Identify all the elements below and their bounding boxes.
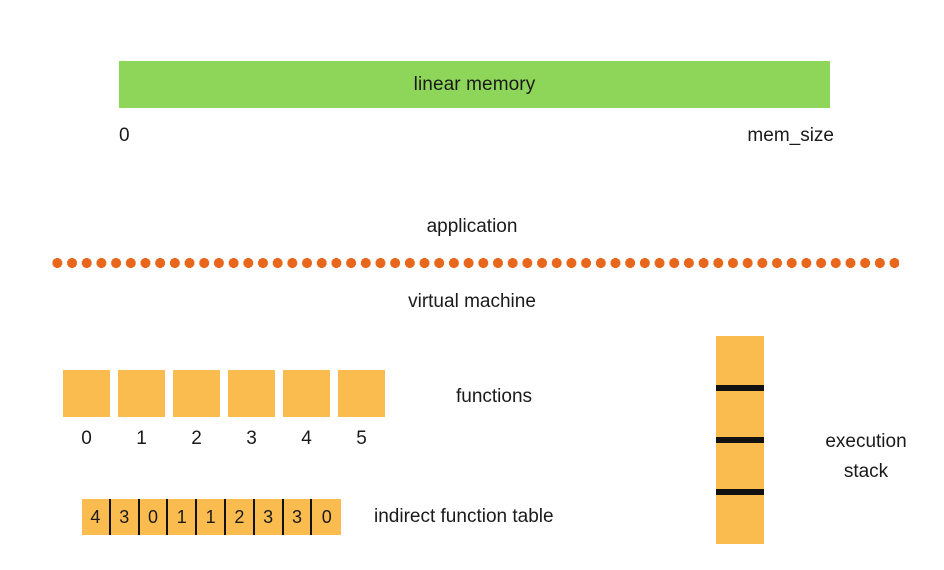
function-box [63,370,110,417]
execution-stack-frame-divider [716,489,764,495]
execution-stack-frame-divider [716,385,764,391]
indirect-table-cell: 1 [168,499,198,535]
function-index-label: 1 [136,428,147,449]
linear-memory-end-label: mem_size [747,125,834,146]
indirect-table-cell: 3 [111,499,140,535]
linear-memory-start-label: 0 [119,125,130,146]
layer-divider-dotted-line [50,258,899,268]
indirect-function-table-caption: indirect function table [374,506,554,527]
execution-stack-caption-line2: stack [843,461,889,482]
indirect-table-cell: 3 [255,499,284,535]
execution-stack-frame-divider [716,437,764,443]
indirect-table-cell: 3 [284,499,313,535]
function-box [283,370,330,417]
indirect-table-cell: 4 [82,499,111,535]
indirect-table-cell: 2 [226,499,255,535]
linear-memory-bar: linear memory [119,61,830,108]
function-index-row: 0 1 2 3 4 5 [63,428,385,450]
function-index-label: 4 [301,428,312,449]
functions-row [63,370,385,417]
application-layer-label: application [426,216,518,237]
virtual-machine-layer-label: virtual machine [408,291,536,312]
function-box [118,370,165,417]
function-index-label: 0 [81,428,92,449]
indirect-table-cell: 0 [140,499,169,535]
indirect-table-cell: 0 [321,506,332,527]
linear-memory-label: linear memory [413,73,536,95]
function-box [338,370,385,417]
function-index-label: 3 [246,428,257,449]
execution-stack-caption: execution stack [786,427,944,487]
function-box [228,370,275,417]
function-index-label: 5 [356,428,367,449]
execution-stack-bar [716,336,764,544]
function-box [173,370,220,417]
function-index-label: 2 [191,428,202,449]
execution-stack-caption-line1: execution [825,431,907,452]
indirect-table-cell: 1 [197,499,226,535]
functions-caption: functions [455,386,533,407]
